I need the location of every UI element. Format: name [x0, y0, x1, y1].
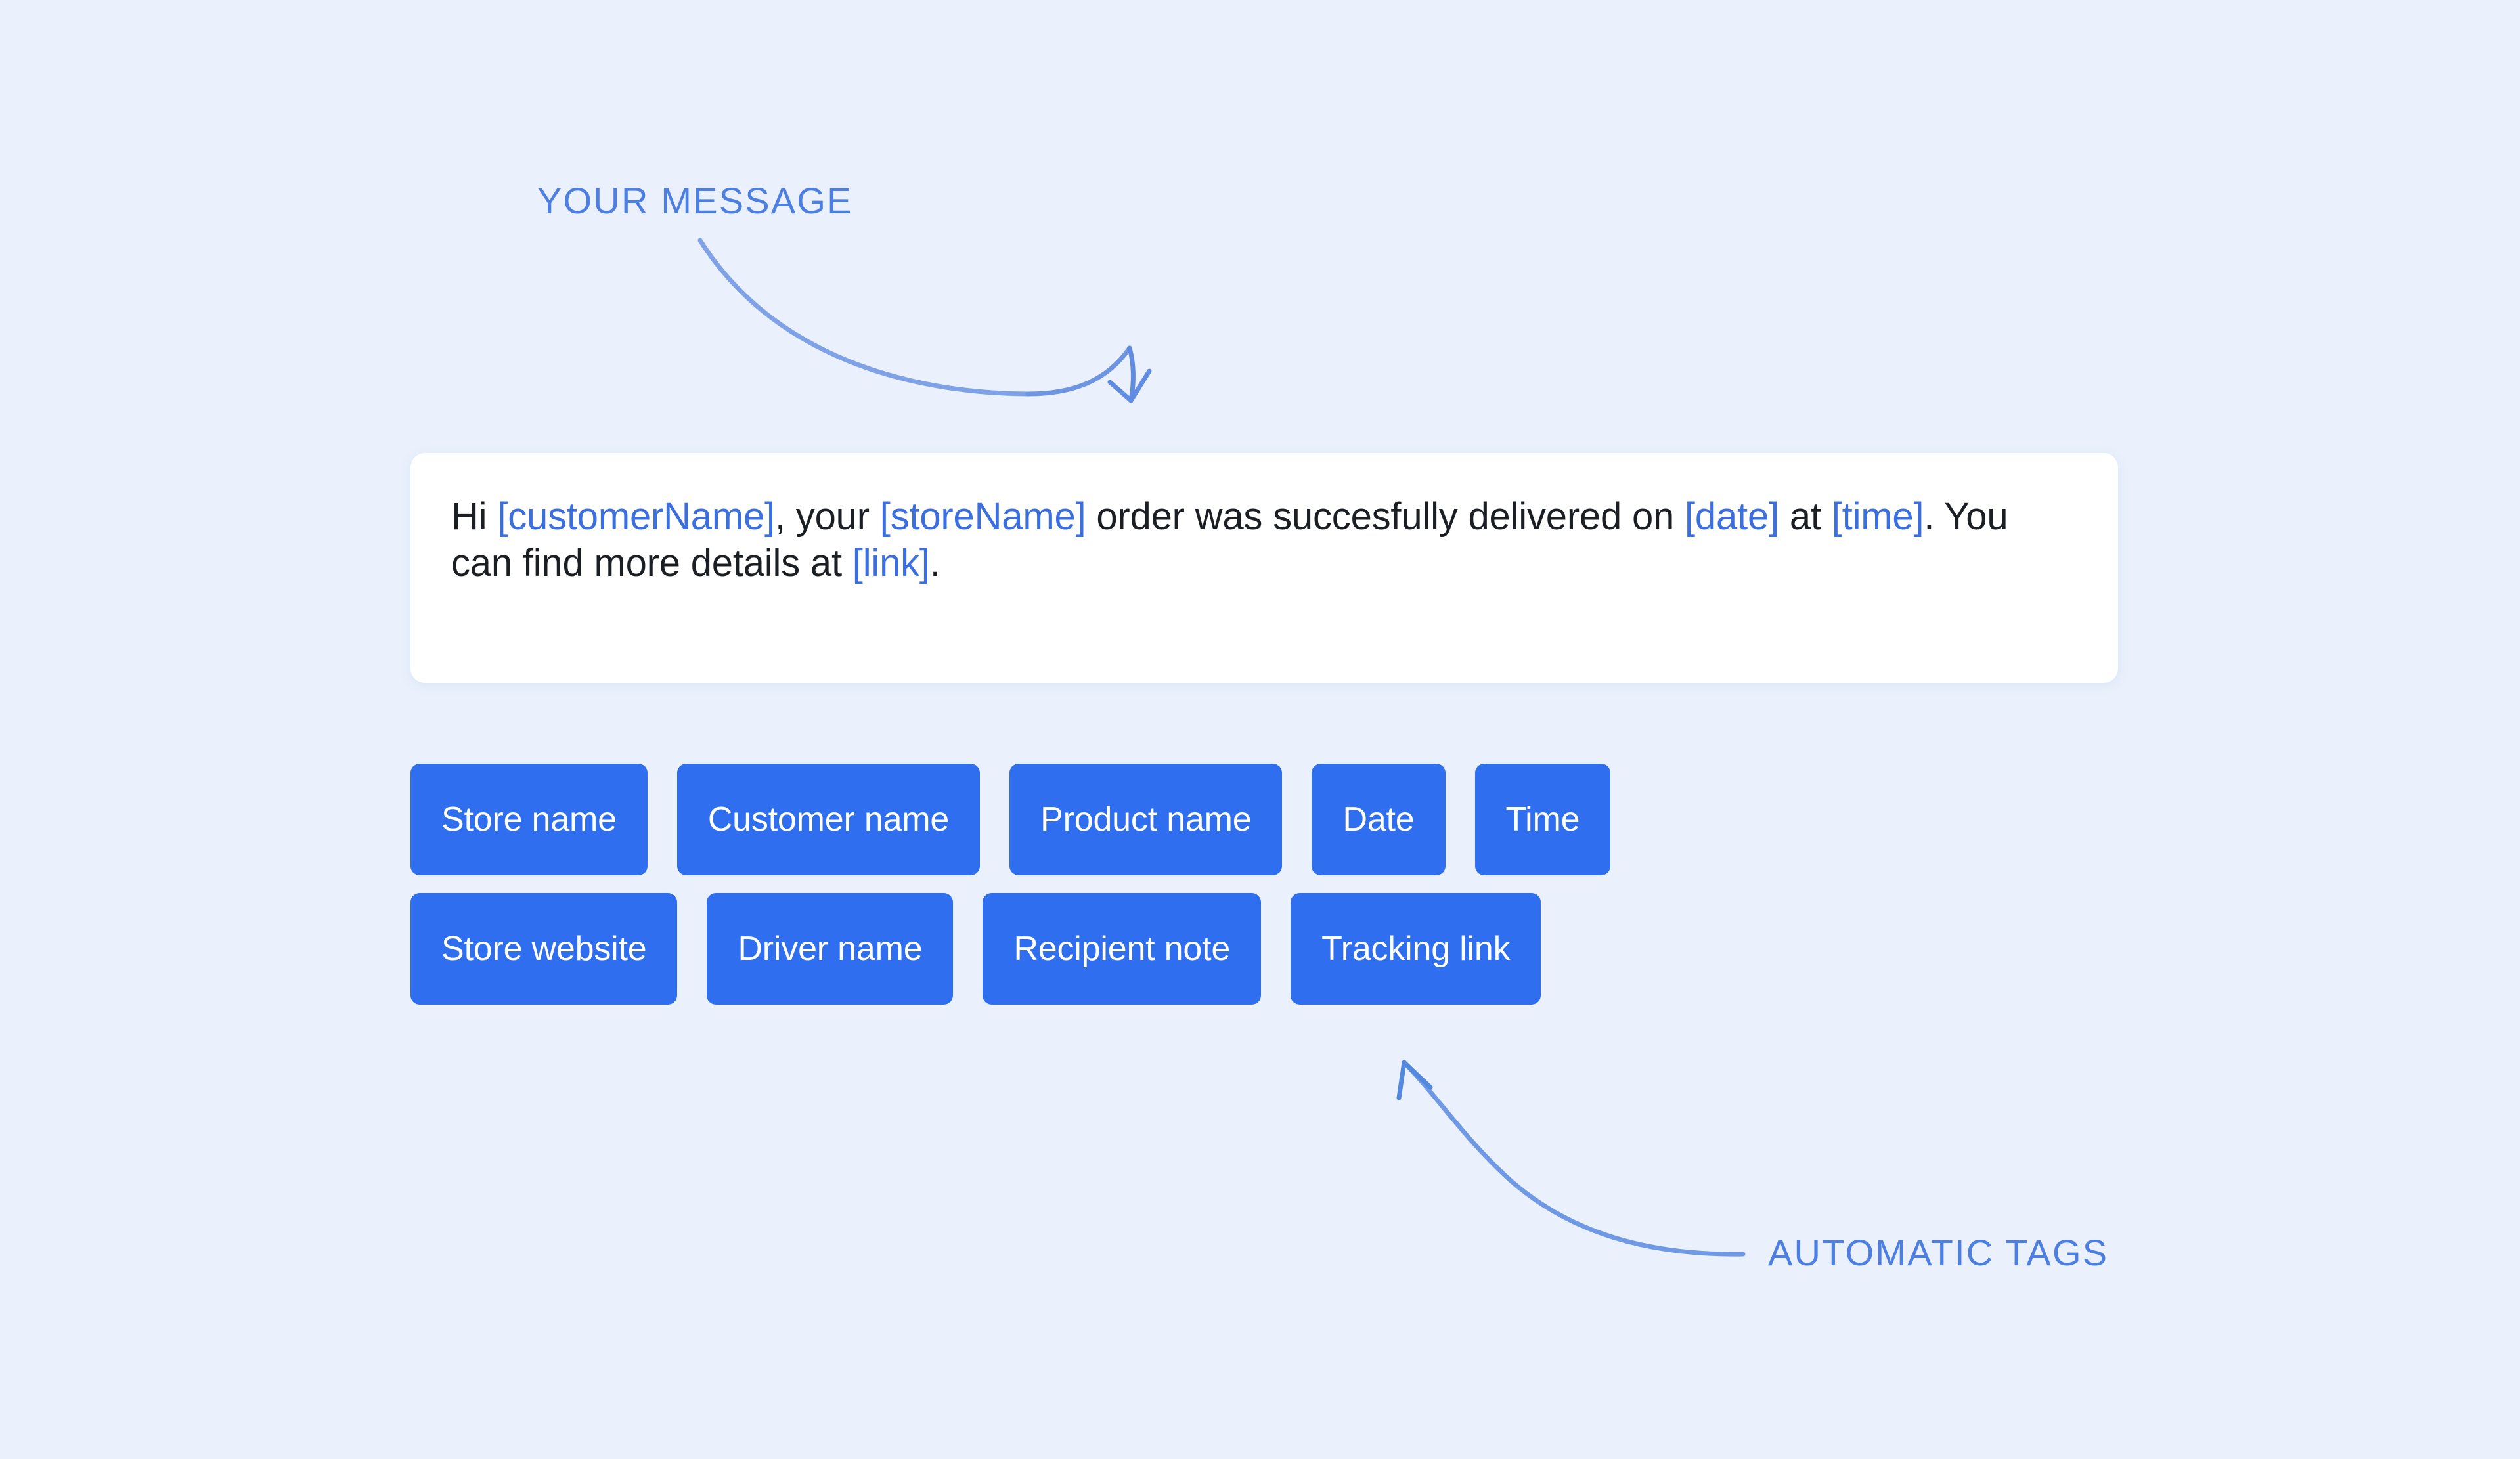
curved-arrow-up-icon — [1396, 1060, 1746, 1257]
tag-chip-driver-name[interactable]: Driver name — [707, 893, 954, 1005]
message-placeholder-token[interactable]: [date] — [1685, 495, 1779, 538]
curved-arrow-down-icon — [697, 238, 1152, 403]
tag-row: Store name Customer name Product name Date T… — [410, 764, 2144, 875]
message-text: Hi [customerName], your [storeName] orde… — [451, 494, 2072, 587]
tag-chip-store-name[interactable]: Store name — [410, 764, 648, 875]
tag-chip-date[interactable]: Date — [1312, 764, 1446, 875]
message-placeholder-token[interactable]: [customerName] — [497, 495, 775, 538]
your-message-annotation-label: YOUR MESSAGE — [537, 180, 853, 221]
tag-row: Store website Driver name Recipient note Tr… — [410, 893, 2144, 1005]
tag-chip-tracking-link[interactable]: Tracking link — [1291, 893, 1541, 1005]
tag-chip-product-name[interactable]: Product name — [1009, 764, 1283, 875]
message-placeholder-token[interactable]: [time] — [1831, 495, 1924, 538]
message-static-text: , your — [774, 495, 880, 538]
automatic-tags-annotation-label: AUTOMATIC TAGS — [1768, 1232, 2109, 1273]
message-static-text: at — [1779, 495, 1832, 538]
tag-chip-store-website[interactable]: Store website — [410, 893, 678, 1005]
tag-chip-customer-name[interactable]: Customer name — [676, 764, 981, 875]
message-placeholder-token[interactable]: [link] — [852, 541, 930, 584]
tag-chip-recipient-note[interactable]: Recipient note — [983, 893, 1262, 1005]
tag-chip-time[interactable]: Time — [1474, 764, 1611, 875]
message-placeholder-token[interactable]: [storeName] — [879, 495, 1086, 538]
message-preview-card: Hi [customerName], your [storeName] orde… — [410, 453, 2118, 683]
message-static-text: Hi — [451, 495, 498, 538]
message-static-text: . — [929, 541, 940, 584]
message-static-text: order was succesfully delivered on — [1086, 495, 1685, 538]
message-static-text: . You can find more details at — [451, 495, 2008, 584]
